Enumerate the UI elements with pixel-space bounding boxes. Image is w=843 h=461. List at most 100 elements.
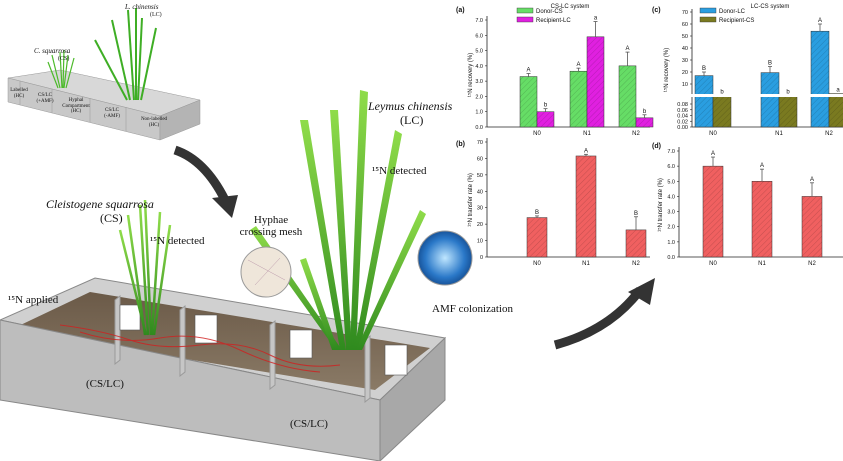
significance-letter: a (836, 88, 840, 94)
significance-letter: b (786, 89, 790, 95)
compartment-label: Hyphal Compartment(HC) (56, 98, 96, 115)
compartment-name: Non-labelled (140, 117, 168, 122)
legend-swatch (516, 7, 534, 14)
significance-letter: A (818, 18, 822, 24)
y-axis-label: ¹⁵N transfer rate (%) (467, 173, 474, 227)
compartment-sub: (HC) (13, 93, 25, 99)
y-tick-label: 2.0 (667, 225, 675, 231)
y-tick-label: 0.06 (677, 108, 688, 114)
n-detected-lc: ¹⁵N detected (372, 165, 427, 177)
lc-abbr: (LC) (400, 113, 424, 127)
y-tick-label: 0.04 (677, 114, 688, 120)
y-tick-label: 1.0 (475, 110, 483, 116)
bar-hatch (636, 117, 653, 127)
y-tick-label: 40 (477, 189, 483, 195)
bar-hatch (703, 166, 723, 257)
bar-hatch (713, 95, 731, 127)
y-tick-label: 50 (682, 34, 688, 40)
y-tick-label: 7.0 (667, 149, 675, 155)
y-tick-label: 10 (682, 82, 688, 88)
y-tick-label: 20 (477, 222, 483, 228)
chart-panel-3: (d)¹⁵N transfer rate (%)0.01.02.03.04.05… (652, 143, 843, 267)
significance-letter: A (810, 177, 814, 183)
amf-colonization-inset (417, 230, 473, 286)
y-axis-label: ¹⁵N recovery (%) (467, 53, 474, 98)
significance-letter: A (625, 46, 629, 52)
lc-name: Leymus chinensis (368, 99, 453, 113)
y-tick-label: 3.0 (475, 79, 483, 85)
arrow-head (212, 195, 238, 218)
significance-letter: B (634, 211, 638, 217)
grass-cs (118, 199, 172, 336)
hyphae-label: Hyphae crossing mesh (239, 214, 303, 239)
compartment-label: Non-labelled(HC) (136, 117, 172, 128)
bar-hatch (619, 65, 636, 127)
compartment-label: CS/LC(+AMF) (32, 93, 58, 104)
panel-label: (b) (456, 141, 465, 148)
y-tick-label: 7.0 (475, 18, 483, 24)
y-tick-label: 2.0 (475, 94, 483, 100)
curved-arrow-down (173, 145, 230, 203)
grass-lc (250, 90, 426, 350)
compartment-name: Labelled (10, 88, 28, 93)
compartment-sub: (-AMF) (104, 113, 120, 119)
cs-abbr-small: (CS) (58, 56, 70, 62)
grass-small-cs (47, 49, 75, 89)
arrow-head (628, 278, 655, 305)
bar-hatch (520, 76, 537, 127)
bar-hatch (570, 71, 587, 127)
compartment-name: Hyphal Compartment (62, 98, 90, 109)
panel-label: (a) (456, 7, 465, 14)
significance-letter: A (576, 62, 580, 68)
significance-letter: B (768, 61, 772, 67)
significance-letter: A (711, 151, 715, 157)
cs-name: Cleistogene squarrosa (46, 197, 154, 211)
compartment-right-label: (CS/LC) (290, 418, 328, 430)
y-tick-label: 60 (682, 22, 688, 28)
compartment-sub: (HC) (148, 122, 160, 128)
chart-panel-2: (b)¹⁵N transfer rate (%)010203040506070N… (456, 138, 650, 267)
legend-swatch (699, 7, 717, 14)
legend-swatch (516, 16, 534, 23)
significance-letter: A (760, 163, 764, 169)
lc-abbr-small: (LC) (150, 12, 162, 18)
bar-hatch (752, 181, 772, 257)
axis-break (688, 94, 843, 97)
significance-letter: b (720, 89, 724, 95)
y-tick-label: 5.0 (475, 49, 483, 55)
legend-label: Donor-CS (536, 9, 563, 15)
mesocosm-box-large (0, 277, 447, 461)
y-tick-label: 0.02 (677, 119, 688, 125)
x-tick-label: N0 (709, 261, 717, 267)
significance-letter: A (526, 68, 530, 74)
x-tick-label: N1 (583, 131, 591, 137)
compartment-sub: (HC) (70, 109, 82, 114)
x-tick-label: N1 (775, 131, 783, 137)
y-axis-label: ¹⁵N recovery (%) (663, 48, 670, 93)
compartment-label: CS/LC(-AMF) (98, 108, 126, 119)
x-tick-label: N2 (808, 261, 816, 267)
bar-hatch (626, 229, 646, 257)
curved-arrow-to-charts (553, 287, 644, 350)
bar-hatch (811, 31, 829, 128)
compartment-label: Labelled(HC) (6, 88, 32, 99)
y-tick-label: 60 (477, 156, 483, 162)
y-tick-label: 6.0 (475, 33, 483, 39)
bar-hatch (802, 196, 822, 257)
bar-hatch (779, 95, 797, 127)
significance-letter: B (535, 210, 539, 216)
panel-label: (d) (652, 143, 661, 150)
y-tick-label: 0.0 (475, 125, 483, 131)
y-tick-label: 50 (477, 173, 483, 179)
y-tick-label: 30 (477, 206, 483, 212)
significance-letter: b (643, 109, 647, 115)
legend-swatch (699, 16, 717, 23)
significance-letter: a (594, 16, 598, 22)
y-tick-label: 3.0 (667, 210, 675, 216)
panel-label: (c) (652, 7, 661, 14)
x-tick-label: N2 (632, 261, 640, 267)
y-tick-label: 0.08 (677, 102, 688, 108)
